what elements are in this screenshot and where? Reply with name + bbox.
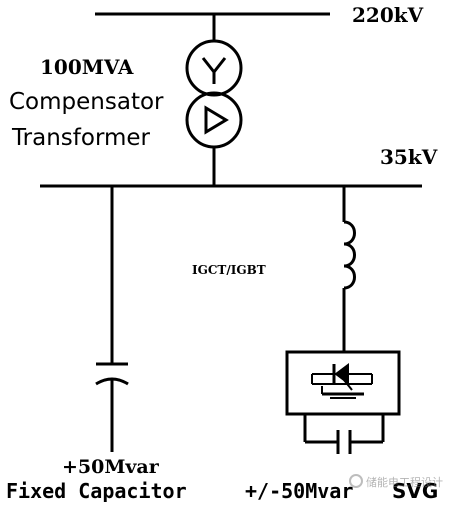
capacitor-type-label: Fixed Capacitor [6,479,187,503]
dc-capacitor-icon [303,414,385,454]
transformer-hv-winding [185,39,243,97]
transformer-rating: 100MVA [40,55,134,79]
svg-branch [285,186,401,454]
watermark: 储能电工程设计 [349,474,443,489]
capacitor-plate-bottom [95,377,129,386]
watermark-logo-icon [349,474,363,488]
transformer-lv-winding [185,91,243,149]
svg-device-label: IGCT/IGBT [192,263,266,277]
svg-type-label: SVG [392,479,438,503]
delta-winding-icon [204,105,229,135]
compensator-transformer [185,14,243,186]
series-reactor-icon [343,220,356,290]
mv-bus-label: 35kV [380,145,438,169]
svg-rating: +/-50Mvar [245,479,353,503]
transformer-name-line2: Transformer [11,125,151,151]
watermark-text: 储能电工程设计 [366,475,443,489]
wye-winding-icon [201,57,227,84]
fixed-capacitor-branch [95,186,129,452]
capacitor-rating: +50Mvar [62,456,160,478]
hv-bus-label: 220kV [352,3,424,27]
igct-igbt-icon [311,363,373,399]
converter-box [285,350,401,416]
transformer-name-line1: Compensator [9,89,164,115]
